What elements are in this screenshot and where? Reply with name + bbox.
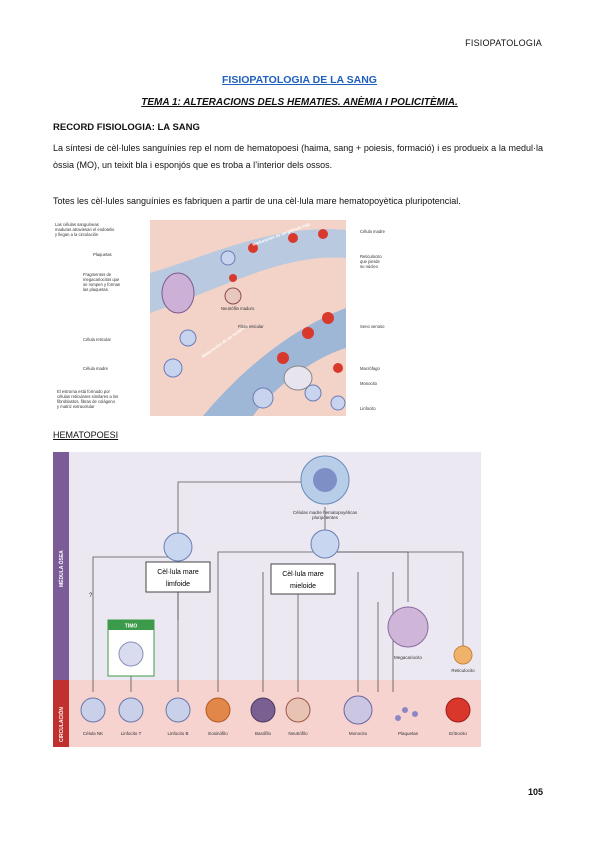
circulation-side-bar — [53, 680, 69, 747]
cell-nk — [80, 697, 106, 723]
white-cells — [163, 250, 346, 411]
page-number: 105 — [527, 787, 543, 797]
cell-label: Eosinófilo — [208, 731, 228, 736]
cell-neutrophil — [285, 697, 311, 723]
fig1-left-label: y matriz extracelular — [57, 404, 95, 409]
megakaryocyte-cell — [387, 606, 429, 648]
fig1-left-label: maduras atraviesan el endotelio — [55, 227, 115, 232]
fig1-inner-label: Neutrófilo maduro — [221, 306, 255, 311]
fig1-right-label: que pierde — [360, 259, 380, 264]
cell-label: Neutrófilo — [288, 731, 308, 736]
reticulocyte-label: Reticulocito — [451, 668, 475, 673]
lymphoid-box-text: limfoide — [166, 581, 190, 588]
fig1-right-label: Seno venoso — [360, 324, 385, 329]
lymphoid-box-text: Cèl·lula mare — [157, 569, 199, 576]
fig1-right-label: Monocito — [360, 381, 378, 386]
cell-monocito — [343, 695, 373, 725]
myeloid-stem-cell — [310, 529, 340, 559]
fig1-left-label: Célula reticular — [83, 337, 112, 342]
reticulocyte-cell — [453, 645, 473, 665]
myeloid-box-text: Cèl·lula mare — [282, 571, 324, 578]
thymus-label: TIMO — [125, 624, 138, 630]
question-mark: ? — [89, 593, 93, 599]
macrophage — [283, 365, 313, 391]
cell-label: Eritrocito — [449, 731, 467, 736]
band-label-circulation: CIRCULACIÓN — [57, 707, 65, 742]
fig1-right-label: Reticulocito — [360, 254, 382, 259]
circulating-cells — [80, 695, 471, 725]
fig1-left-label: las plaquetas. — [83, 287, 109, 292]
fig1-right-label: su núcleo — [360, 264, 379, 269]
document-subtitle: TEMA 1: ALTERACIONS DELS HEMATIES. ANÈMI… — [141, 97, 458, 108]
vessel-top — [150, 229, 346, 313]
cell-label: Linfocito B — [167, 731, 188, 736]
cell-label: Basófilo — [255, 731, 272, 736]
cell-label: Monocito — [349, 731, 368, 736]
thymus-cell — [118, 641, 144, 667]
myeloid-box-text: mieloide — [290, 583, 316, 590]
fig1-left-label: fibroblastos, fibras de colágeno — [57, 399, 116, 404]
fig1-left-label: y llegan a la circulación — [55, 232, 99, 237]
cell-platelets — [402, 707, 408, 713]
fig1-right-label: Célula madre — [360, 229, 386, 234]
fig1-left-label: Fragmentos de — [83, 272, 112, 277]
lymphoid-stem-cell — [163, 532, 193, 562]
cell-basophil — [250, 697, 276, 723]
red-cells — [229, 229, 343, 373]
cell-label: Célula NK — [83, 731, 103, 736]
lymphoid-box — [145, 561, 211, 593]
fig1-left-label: Plaquetas — [93, 252, 112, 257]
cell-b-lymphocyte — [165, 697, 191, 723]
cell-erythrocyte — [445, 697, 471, 723]
bone-marrow-figure: Las células sanguíneas maduras atraviesa… — [55, 220, 386, 416]
myeloid-box — [270, 563, 336, 595]
hematopoesi-heading: HEMATOPOESI — [53, 430, 119, 440]
marrow-side-bar — [53, 452, 69, 680]
paragraph-stem-cell: Totes les cèl·lules sanguínies es fabriq… — [53, 196, 461, 206]
document-title: FISIOPATOLOGIA DE LA SANG — [222, 74, 377, 86]
mature-neutrophil — [224, 287, 242, 305]
megakaryocyte — [161, 272, 195, 314]
paragraph-hematopoiesis: La síntesi de cèl·lules sanguínies rep e… — [53, 143, 543, 170]
cell-label: Linfocito T — [121, 731, 142, 736]
cell-t-lymphocyte — [118, 697, 144, 723]
fig1-left-label: se rompen y forman — [83, 282, 121, 287]
cell-label: Plaquetas — [398, 731, 419, 736]
fig1-right-label: Linfocito — [360, 406, 376, 411]
fig1-left-label: células reticulares similares a los — [57, 394, 118, 399]
cell-eosinophil — [205, 697, 231, 723]
fig1-left-label: megacariocitos que — [83, 277, 120, 282]
section-heading: RECORD FISIOLOGIA: LA SANG — [53, 122, 200, 133]
fig1-left-label: Las células sanguíneas — [55, 222, 99, 227]
band-label-marrow: MÉDULA ÓSEA — [57, 550, 65, 587]
running-header: FISIOPATOLOGIA — [465, 38, 542, 48]
fig1-inner-label: Fibra reticular — [238, 324, 264, 329]
stem-caption: pluripotentes — [312, 515, 339, 520]
fig1-left-label: Célula madre — [83, 366, 109, 371]
megakaryocyte-label: Megacariocito — [394, 655, 423, 660]
fig1-right-label: Macrófago — [360, 366, 380, 371]
fig1-left-label: El estroma está formado por — [57, 389, 110, 394]
hematopoiesis-tree-figure: MÉDULA ÓSEA CIRCULACIÓN Células madre he… — [53, 452, 481, 747]
stem-caption: Células madre hematopoyéticas — [293, 510, 358, 515]
